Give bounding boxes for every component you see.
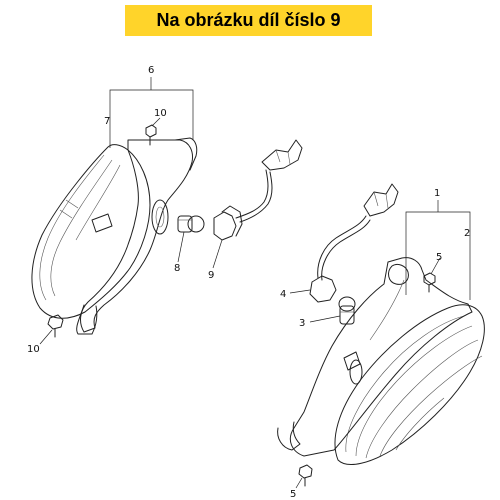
callout-10-bottom: 10 [27, 344, 40, 355]
callout-leader-3 [309, 315, 341, 323]
callout-2: 2 [464, 228, 470, 239]
callout-leader-8 [177, 231, 185, 263]
callout-leader-5-top [430, 257, 441, 275]
left-turn-signal-housing [76, 137, 198, 335]
right-top-screw [423, 272, 436, 293]
callout-9: 9 [208, 270, 214, 281]
callout-6: 6 [148, 65, 154, 76]
callout-leader-4 [289, 289, 311, 294]
callout-4: 4 [280, 289, 286, 300]
callout-8: 8 [174, 263, 180, 274]
left-turn-signal-lens [31, 144, 151, 319]
left-top-screw [145, 124, 157, 146]
callout-bracket-6 [109, 89, 194, 120]
callout-5-bottom: 5 [290, 489, 296, 500]
right-bulb [338, 296, 356, 325]
left-bottom-screw [47, 314, 64, 338]
title-banner: Na obrázku díl číslo 9 [125, 5, 372, 36]
right-bottom-screw [298, 464, 313, 487]
callout-7: 7 [104, 116, 110, 127]
callout-1: 1 [434, 188, 440, 199]
right-turn-signal-housing [277, 257, 473, 457]
callout-leader-10-top [151, 117, 161, 127]
callout-10-top: 10 [154, 108, 167, 119]
callout-leader-9 [212, 239, 223, 269]
left-bulb-socket [213, 139, 303, 241]
right-bulb-socket [309, 183, 399, 303]
callout-leader-10-bottom [39, 329, 53, 345]
title-banner-text: Na obrázku díl číslo 9 [156, 10, 341, 30]
callout-3: 3 [299, 318, 305, 329]
right-turn-signal-lens [334, 304, 485, 465]
callout-5-top: 5 [436, 252, 442, 263]
left-bulb [177, 215, 205, 233]
callout-leader-5-bottom [295, 477, 303, 489]
